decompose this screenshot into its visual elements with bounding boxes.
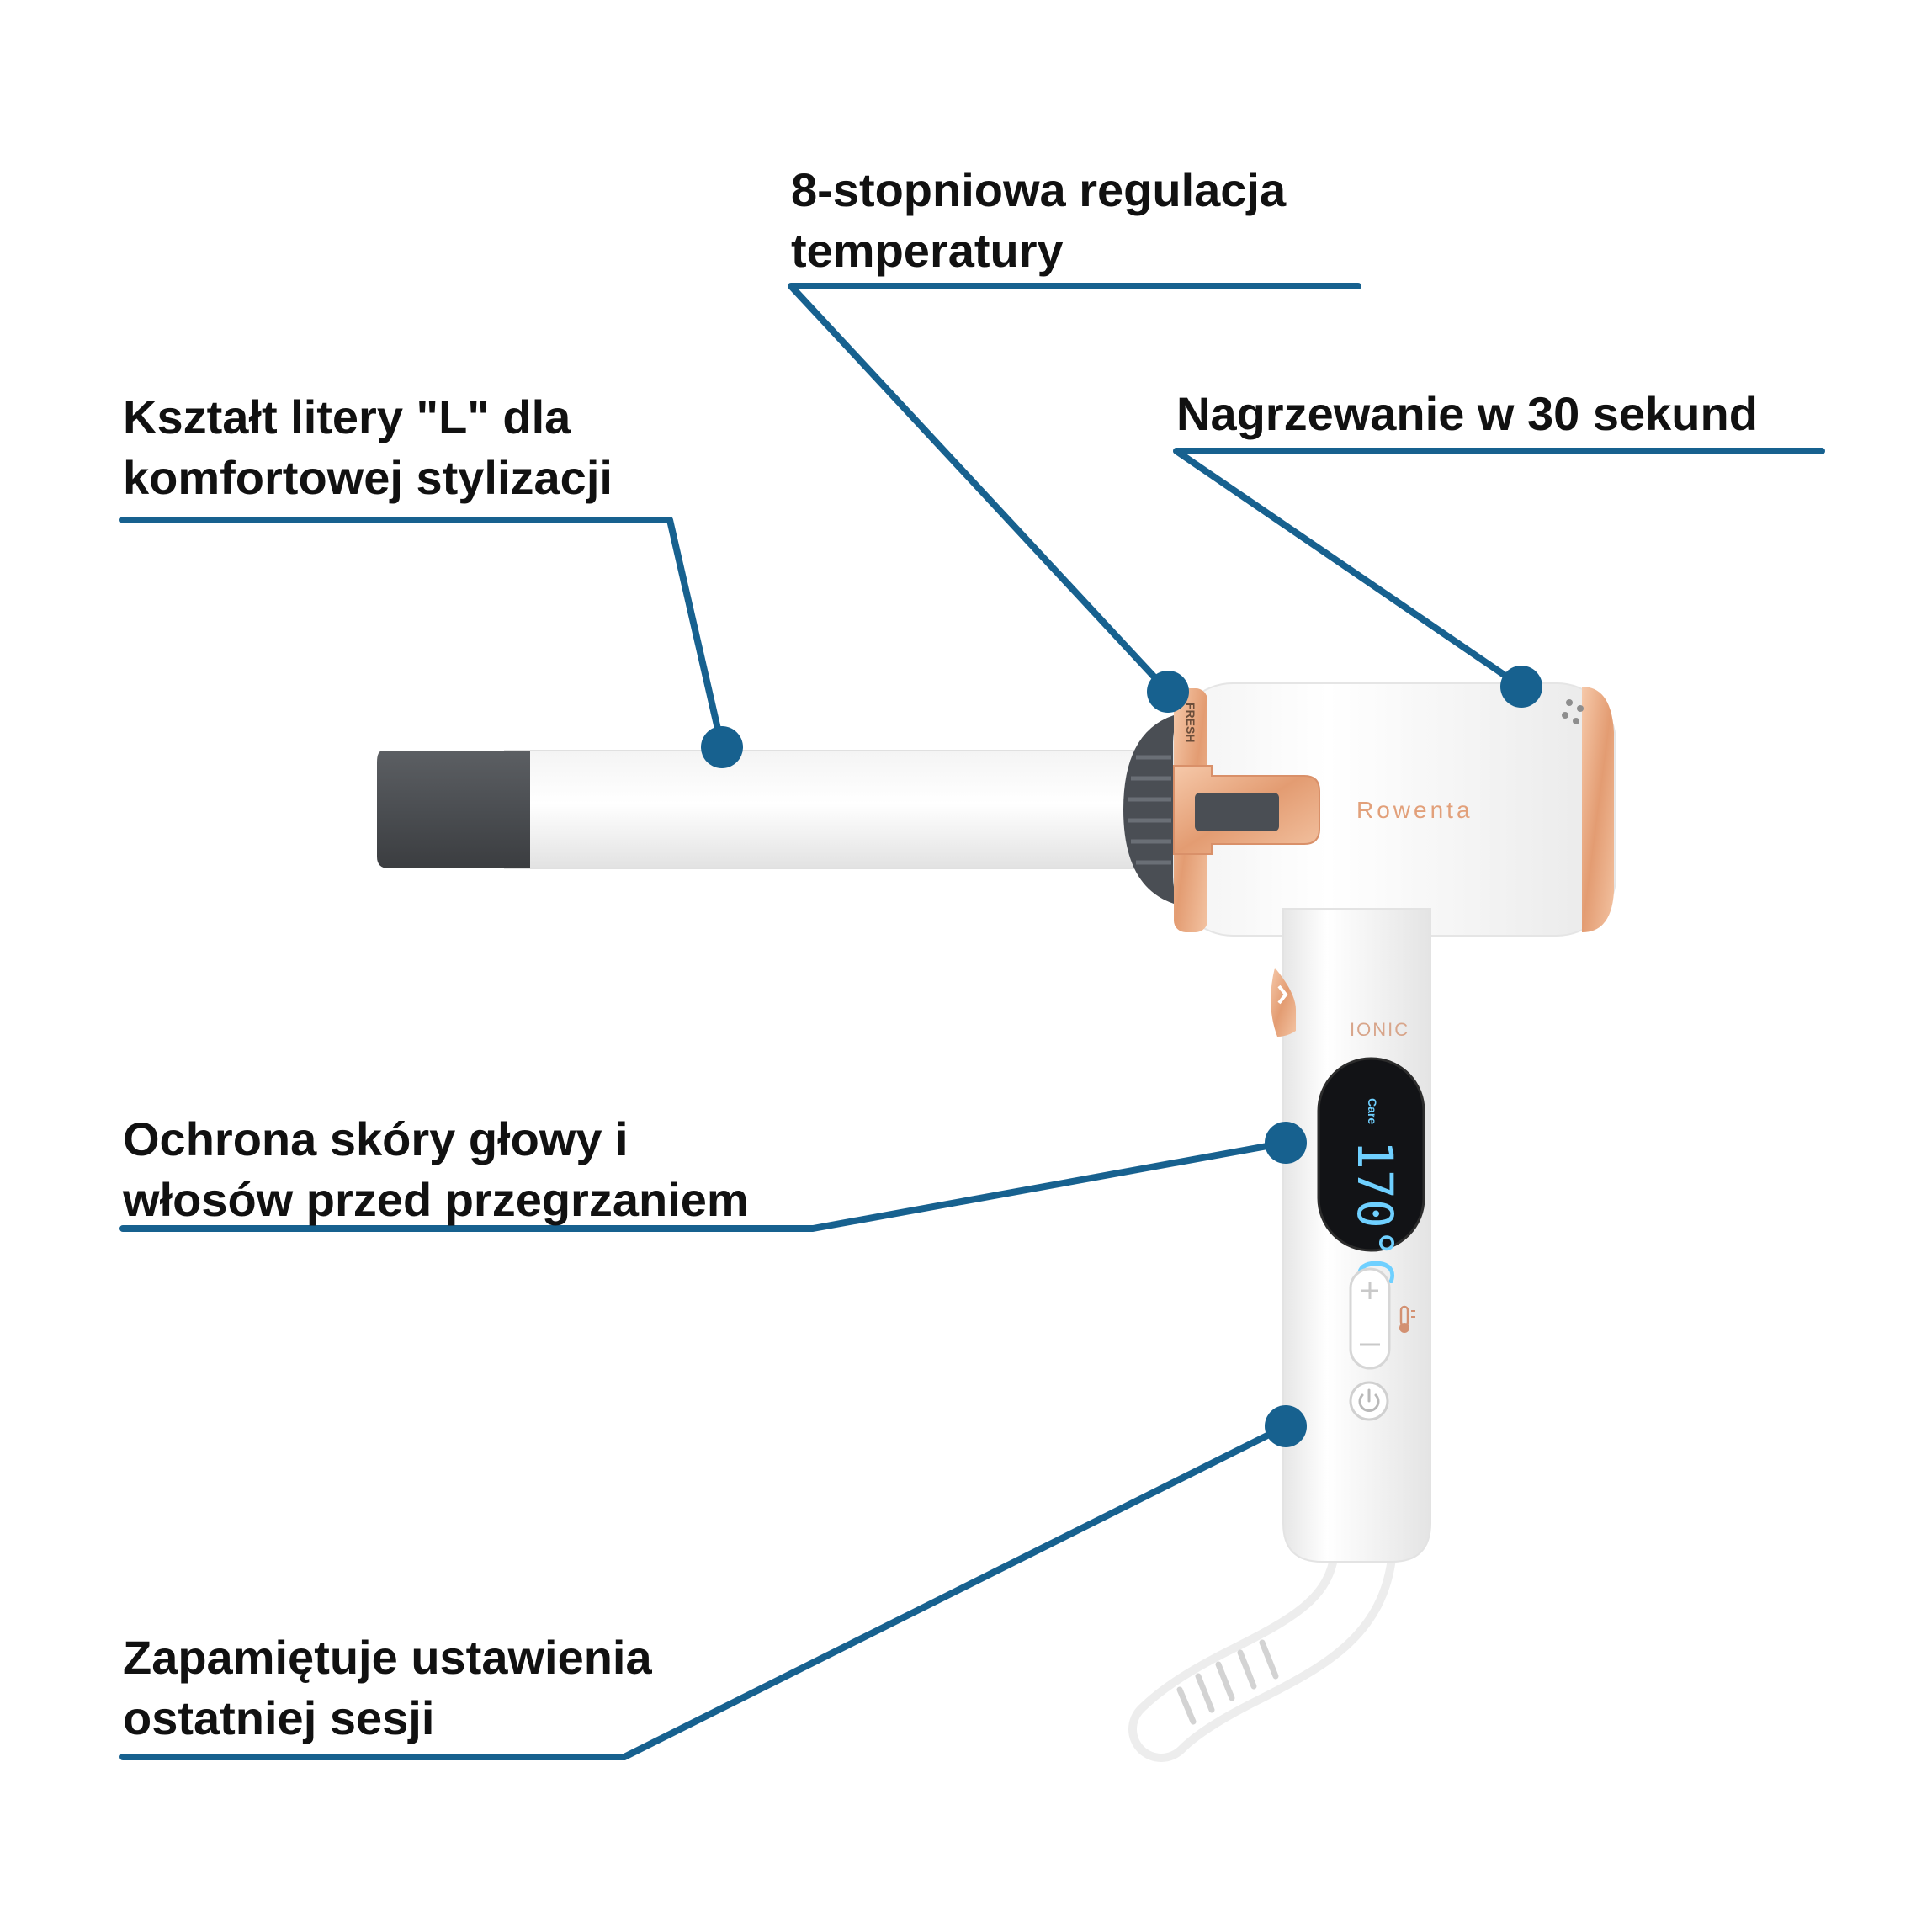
callout-line-l-shape: [119, 517, 725, 751]
power-cord: [1128, 1524, 1396, 1762]
callout-dot-protection: [1265, 1122, 1307, 1164]
callout-protection: Ochrona skóry głowy i włosów przed przeg…: [123, 1109, 749, 1230]
rotation-knob[interactable]: [1173, 765, 1320, 855]
collar-text: FRESH: [1184, 703, 1197, 742]
callout-line-heating: [1173, 448, 1825, 690]
callout-memory-line1: Zapamiętuje ustawienia: [123, 1631, 652, 1684]
rear-rose-gold-cap: [1582, 687, 1614, 932]
trigger-rose-gold: [1271, 968, 1296, 1037]
callout-line-protection: [119, 1139, 1289, 1232]
callout-line-memory: [119, 1423, 1289, 1760]
heater-head: FRESH: [1173, 682, 1616, 937]
callout-temperature: 8-stopniowa regulacja temperatury: [791, 160, 1286, 281]
callout-lines: [119, 283, 1825, 1760]
vent-collar: [1123, 715, 1174, 904]
curling-barrel: [377, 750, 1145, 869]
callout-dots: [701, 666, 1542, 1447]
lcd-display: Care 170°C: [1317, 1057, 1425, 1287]
brand-logo: Rowenta: [1356, 797, 1473, 823]
callout-temperature-line1: 8-stopniowa regulacja: [791, 163, 1287, 216]
power-button[interactable]: [1349, 1381, 1389, 1421]
callout-dot-temperature: [1147, 671, 1189, 713]
callout-protection-line1: Ochrona skóry głowy i: [123, 1112, 629, 1165]
callout-memory-line2: ostatniej sesji: [123, 1691, 435, 1744]
callout-l-shape-line2: komfortowej stylizacji: [123, 451, 613, 504]
callout-line-temperature: [788, 283, 1361, 695]
callout-heating: Nagrzewanie w 30 sekund: [1176, 384, 1758, 444]
rear-vent-dots: [1562, 699, 1584, 724]
display-mode: Care: [1366, 1098, 1379, 1124]
callout-dot-memory: [1265, 1405, 1307, 1447]
callout-protection-line2: włosów przed przegrzaniem: [123, 1173, 749, 1226]
callout-dot-l-shape: [701, 726, 743, 768]
callout-l-shape: Kształt litery "L" dla komfortowej styli…: [123, 387, 613, 508]
callout-temperature-line2: temperatury: [791, 224, 1064, 277]
callout-dot-heating: [1500, 666, 1542, 708]
callout-l-shape-line1: Kształt litery "L" dla: [123, 390, 571, 443]
display-temperature: 170°C: [1346, 1140, 1404, 1287]
cord-ribs: [1176, 1639, 1279, 1725]
callout-memory: Zapamiętuje ustawienia ostatniej sesji: [123, 1627, 652, 1749]
plus-icon: [1361, 1282, 1378, 1299]
barrel-tip: [377, 751, 530, 868]
ionic-badge: IONIC: [1350, 1019, 1409, 1040]
power-icon: [1358, 1388, 1380, 1412]
thermometer-icon: [1399, 1305, 1415, 1333]
callout-heating-line1: Nagrzewanie w 30 sekund: [1176, 387, 1758, 440]
temperature-rocker[interactable]: [1349, 1267, 1391, 1370]
